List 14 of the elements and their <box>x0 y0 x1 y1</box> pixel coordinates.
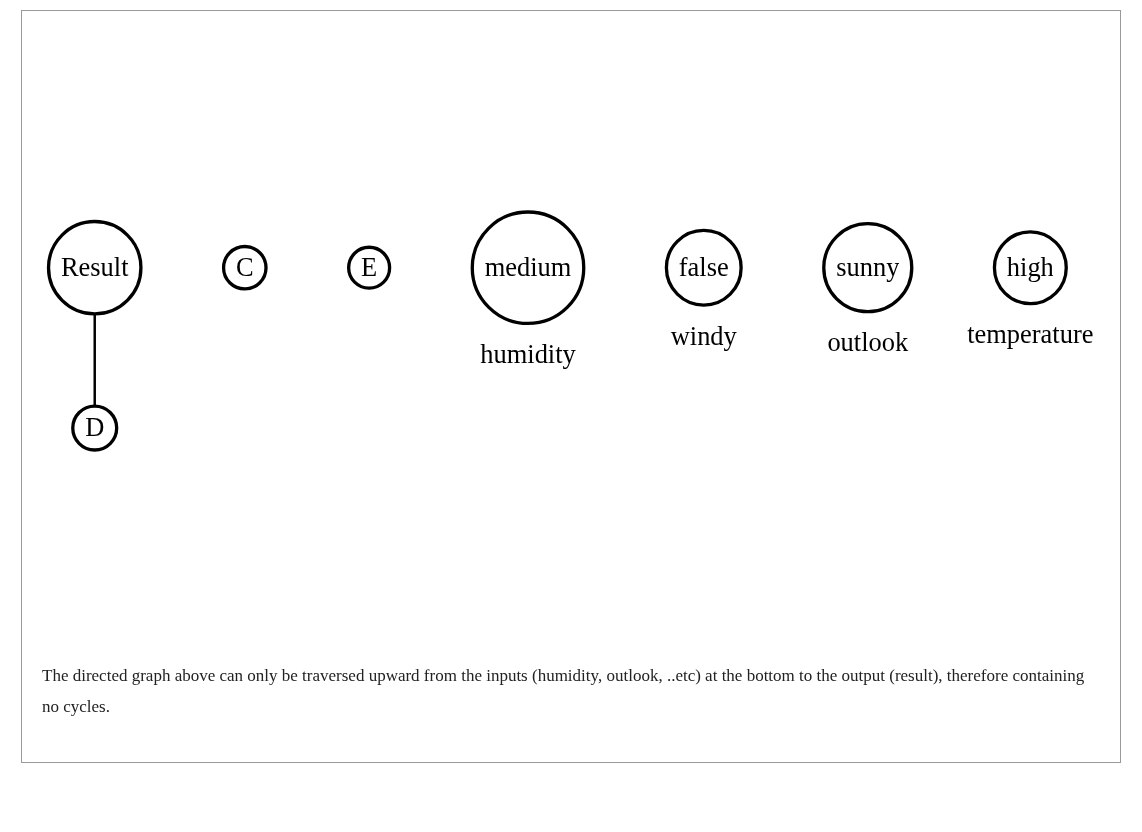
input-label: temperature <box>967 319 1094 350</box>
node-circle: D <box>71 404 119 452</box>
node-circle: high <box>992 230 1068 306</box>
node-circle: C <box>221 244 268 291</box>
connector <box>93 313 96 407</box>
input-label: humidity <box>480 339 576 370</box>
node-circle: medium <box>470 210 586 326</box>
node-circle: E <box>347 245 392 290</box>
node-circle: Result <box>46 219 143 316</box>
input-label: windy <box>670 320 737 351</box>
caption: The directed graph above can only be traversed upward from the inputs (humidity, outlook, ..etc) at the bottom to the output (result), therefore containing no cycles. <box>42 665 1086 718</box>
node-circle: sunny <box>822 222 914 314</box>
node-circle: false <box>664 228 743 307</box>
input-label: outlook <box>827 327 909 358</box>
